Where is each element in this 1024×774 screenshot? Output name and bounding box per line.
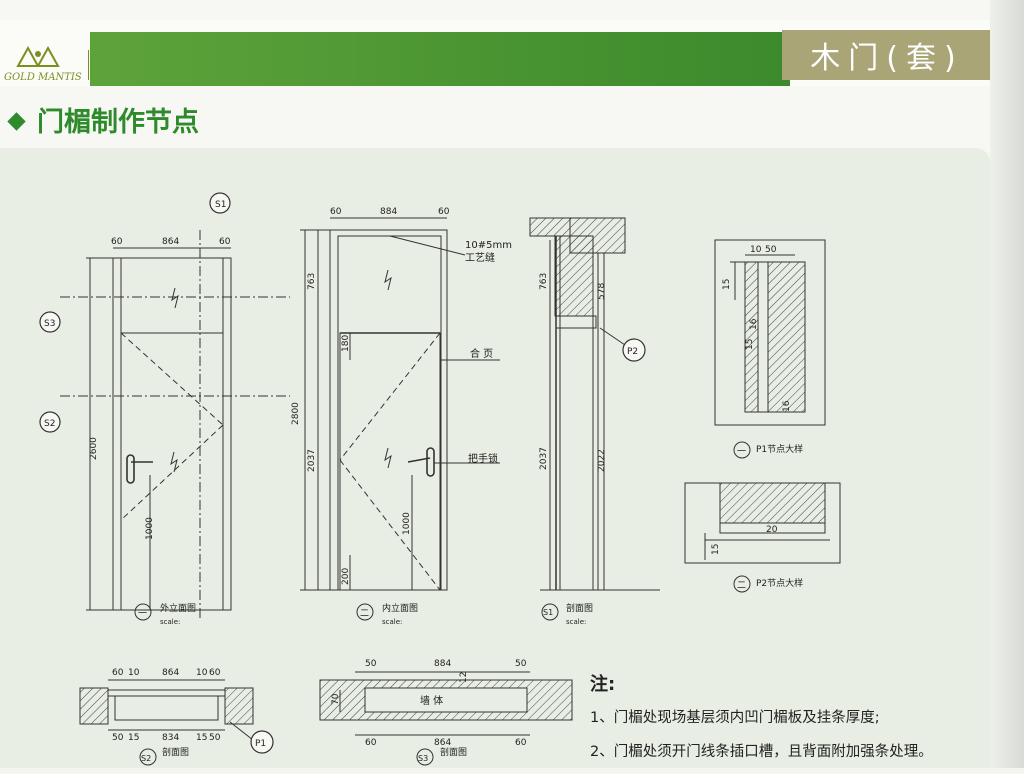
dim-s3-50-left: 50 — [365, 659, 377, 669]
section-heading: 门楣制作节点 — [2, 100, 199, 139]
logo-divider — [88, 50, 89, 80]
lock-label: 把手锁 — [468, 452, 498, 465]
marker-p2: P2 — [627, 347, 638, 357]
caption-s1-scale: scale: — [566, 618, 586, 626]
dim-outer-2600: 2600 — [89, 437, 99, 460]
marker-p2-circle — [622, 338, 646, 362]
dim-s3-50-right: 50 — [515, 659, 527, 669]
dim-inner-180: 180 — [341, 335, 351, 352]
dim-s3-60-left: 60 — [365, 738, 377, 748]
dim-inner-200: 200 — [341, 568, 351, 585]
dim-p1-16b: 16 — [782, 400, 792, 412]
dim-s2-60-left: 60 — [112, 668, 124, 678]
dim-s2-864: 864 — [162, 668, 179, 678]
dim-s1-2022: 2022 — [597, 449, 607, 472]
dim-p1-15: 15 — [722, 279, 732, 290]
dim-s1-2037: 2037 — [539, 447, 549, 470]
hinge-label: 合 页 — [470, 347, 493, 360]
dim-s2-10-right: 10 — [196, 668, 208, 678]
dim-s2-10: 10 — [128, 668, 140, 678]
dim-s1-763: 763 — [539, 273, 549, 290]
marker-s2: S2 — [44, 419, 55, 429]
dim-p1-10: 10 — [750, 245, 762, 255]
dim-s2-834: 834 — [162, 733, 179, 743]
caption-s1-marker: S1 — [543, 608, 553, 617]
dim-s1-578: 578 — [597, 283, 607, 300]
dim-s3-884: 884 — [434, 659, 451, 669]
section-heading-text: 门楣制作节点 — [37, 107, 199, 138]
caption-p1-number: 一 — [737, 447, 746, 457]
dim-s3-12: 12 — [459, 672, 469, 683]
mantis-emblem-icon — [16, 45, 60, 67]
groove-size-label: 10#5mm — [465, 240, 512, 251]
caption-inner-scale: scale: — [382, 618, 402, 626]
dim-s3-60-right: 60 — [515, 738, 527, 748]
marker-s1-circle — [209, 192, 231, 214]
dim-inner-60-right: 60 — [438, 207, 450, 217]
dim-inner-2037: 2037 — [307, 449, 317, 472]
marker-p1: P1 — [255, 739, 266, 749]
dim-outer-1000: 1000 — [145, 517, 155, 540]
note-item: 1、门楣处现场基层须内凹门楣板及挂条厚度; — [590, 710, 880, 726]
dim-s2-15-right: 15 — [196, 733, 207, 743]
note-item: 2、门楣处须开门线条插口槽，且背面附加强条处理。 — [590, 744, 933, 760]
dim-inner-763: 763 — [307, 273, 317, 290]
dim-s2-50: 50 — [112, 733, 124, 743]
s3-plan-section — [319, 671, 573, 736]
notes-block: 注: 1、门楣处现场基层须内凹门楣板及挂条厚度; 2、门楣处须开门线条插口槽，且… — [590, 670, 1020, 774]
caption-inner-number: 二 — [360, 609, 369, 619]
caption-s3: 剖面图 — [440, 746, 467, 758]
dim-s2-60-right: 60 — [209, 668, 221, 678]
caption-p2-number: 二 — [737, 581, 746, 591]
dim-p1-16: 16 — [749, 318, 759, 330]
gold-mantis-logo: GOLD MANTIS — [4, 42, 89, 86]
caption-outer-scale: scale: — [160, 618, 180, 626]
s2-plan-section — [79, 679, 254, 741]
dim-outer-60-left: 60 — [111, 237, 123, 247]
dim-p2-20: 20 — [766, 525, 778, 535]
paper-edge — [990, 0, 1024, 768]
marker-s3-circle — [39, 311, 61, 333]
logo-wordmark: GOLD MANTIS — [4, 72, 82, 83]
marker-s3: S3 — [44, 319, 55, 329]
dim-inner-1000: 1000 — [402, 512, 412, 535]
category-title: 木门(套) — [782, 30, 992, 80]
dim-p1-50: 50 — [765, 245, 777, 255]
marker-s1: S1 — [215, 200, 226, 210]
dim-inner-884: 884 — [380, 207, 397, 217]
dim-s2-50-right: 50 — [209, 733, 221, 743]
marker-s2-circle — [39, 411, 61, 433]
dim-s2-15: 15 — [128, 733, 139, 743]
dim-inner-60-left: 60 — [330, 207, 342, 217]
dim-p2-15: 15 — [711, 544, 721, 555]
inner-elevation — [300, 217, 500, 591]
header-green-bar — [90, 32, 790, 86]
dim-outer-60-right: 60 — [219, 237, 231, 247]
marker-p1-circle — [250, 730, 274, 754]
dim-s3-70: 70 — [331, 693, 341, 705]
p2-detail — [684, 482, 841, 564]
caption-p2: P2节点大样 — [756, 577, 803, 589]
caption-s3-marker: S3 — [418, 754, 428, 763]
groove-label: 工艺缝 — [465, 251, 495, 264]
caption-s2: 剖面图 — [162, 746, 189, 758]
dim-s3-864: 864 — [434, 738, 451, 748]
caption-s1: 剖面图 — [566, 602, 593, 614]
caption-outer: 外立面图 — [160, 602, 196, 614]
caption-s2-marker: S2 — [141, 754, 151, 763]
wall-label: 墙 体 — [420, 694, 443, 707]
dim-p1-15b: 15 — [745, 339, 755, 350]
s1-section — [529, 217, 660, 591]
notes-title: 注: — [590, 674, 616, 695]
dim-outer-864: 864 — [162, 237, 179, 247]
caption-outer-number: 一 — [138, 609, 147, 619]
caption-inner: 内立面图 — [382, 602, 418, 614]
dim-inner-2800: 2800 — [291, 402, 301, 425]
p1-detail — [714, 239, 826, 426]
outer-elevation — [60, 230, 290, 620]
caption-p1: P1节点大样 — [756, 443, 803, 455]
